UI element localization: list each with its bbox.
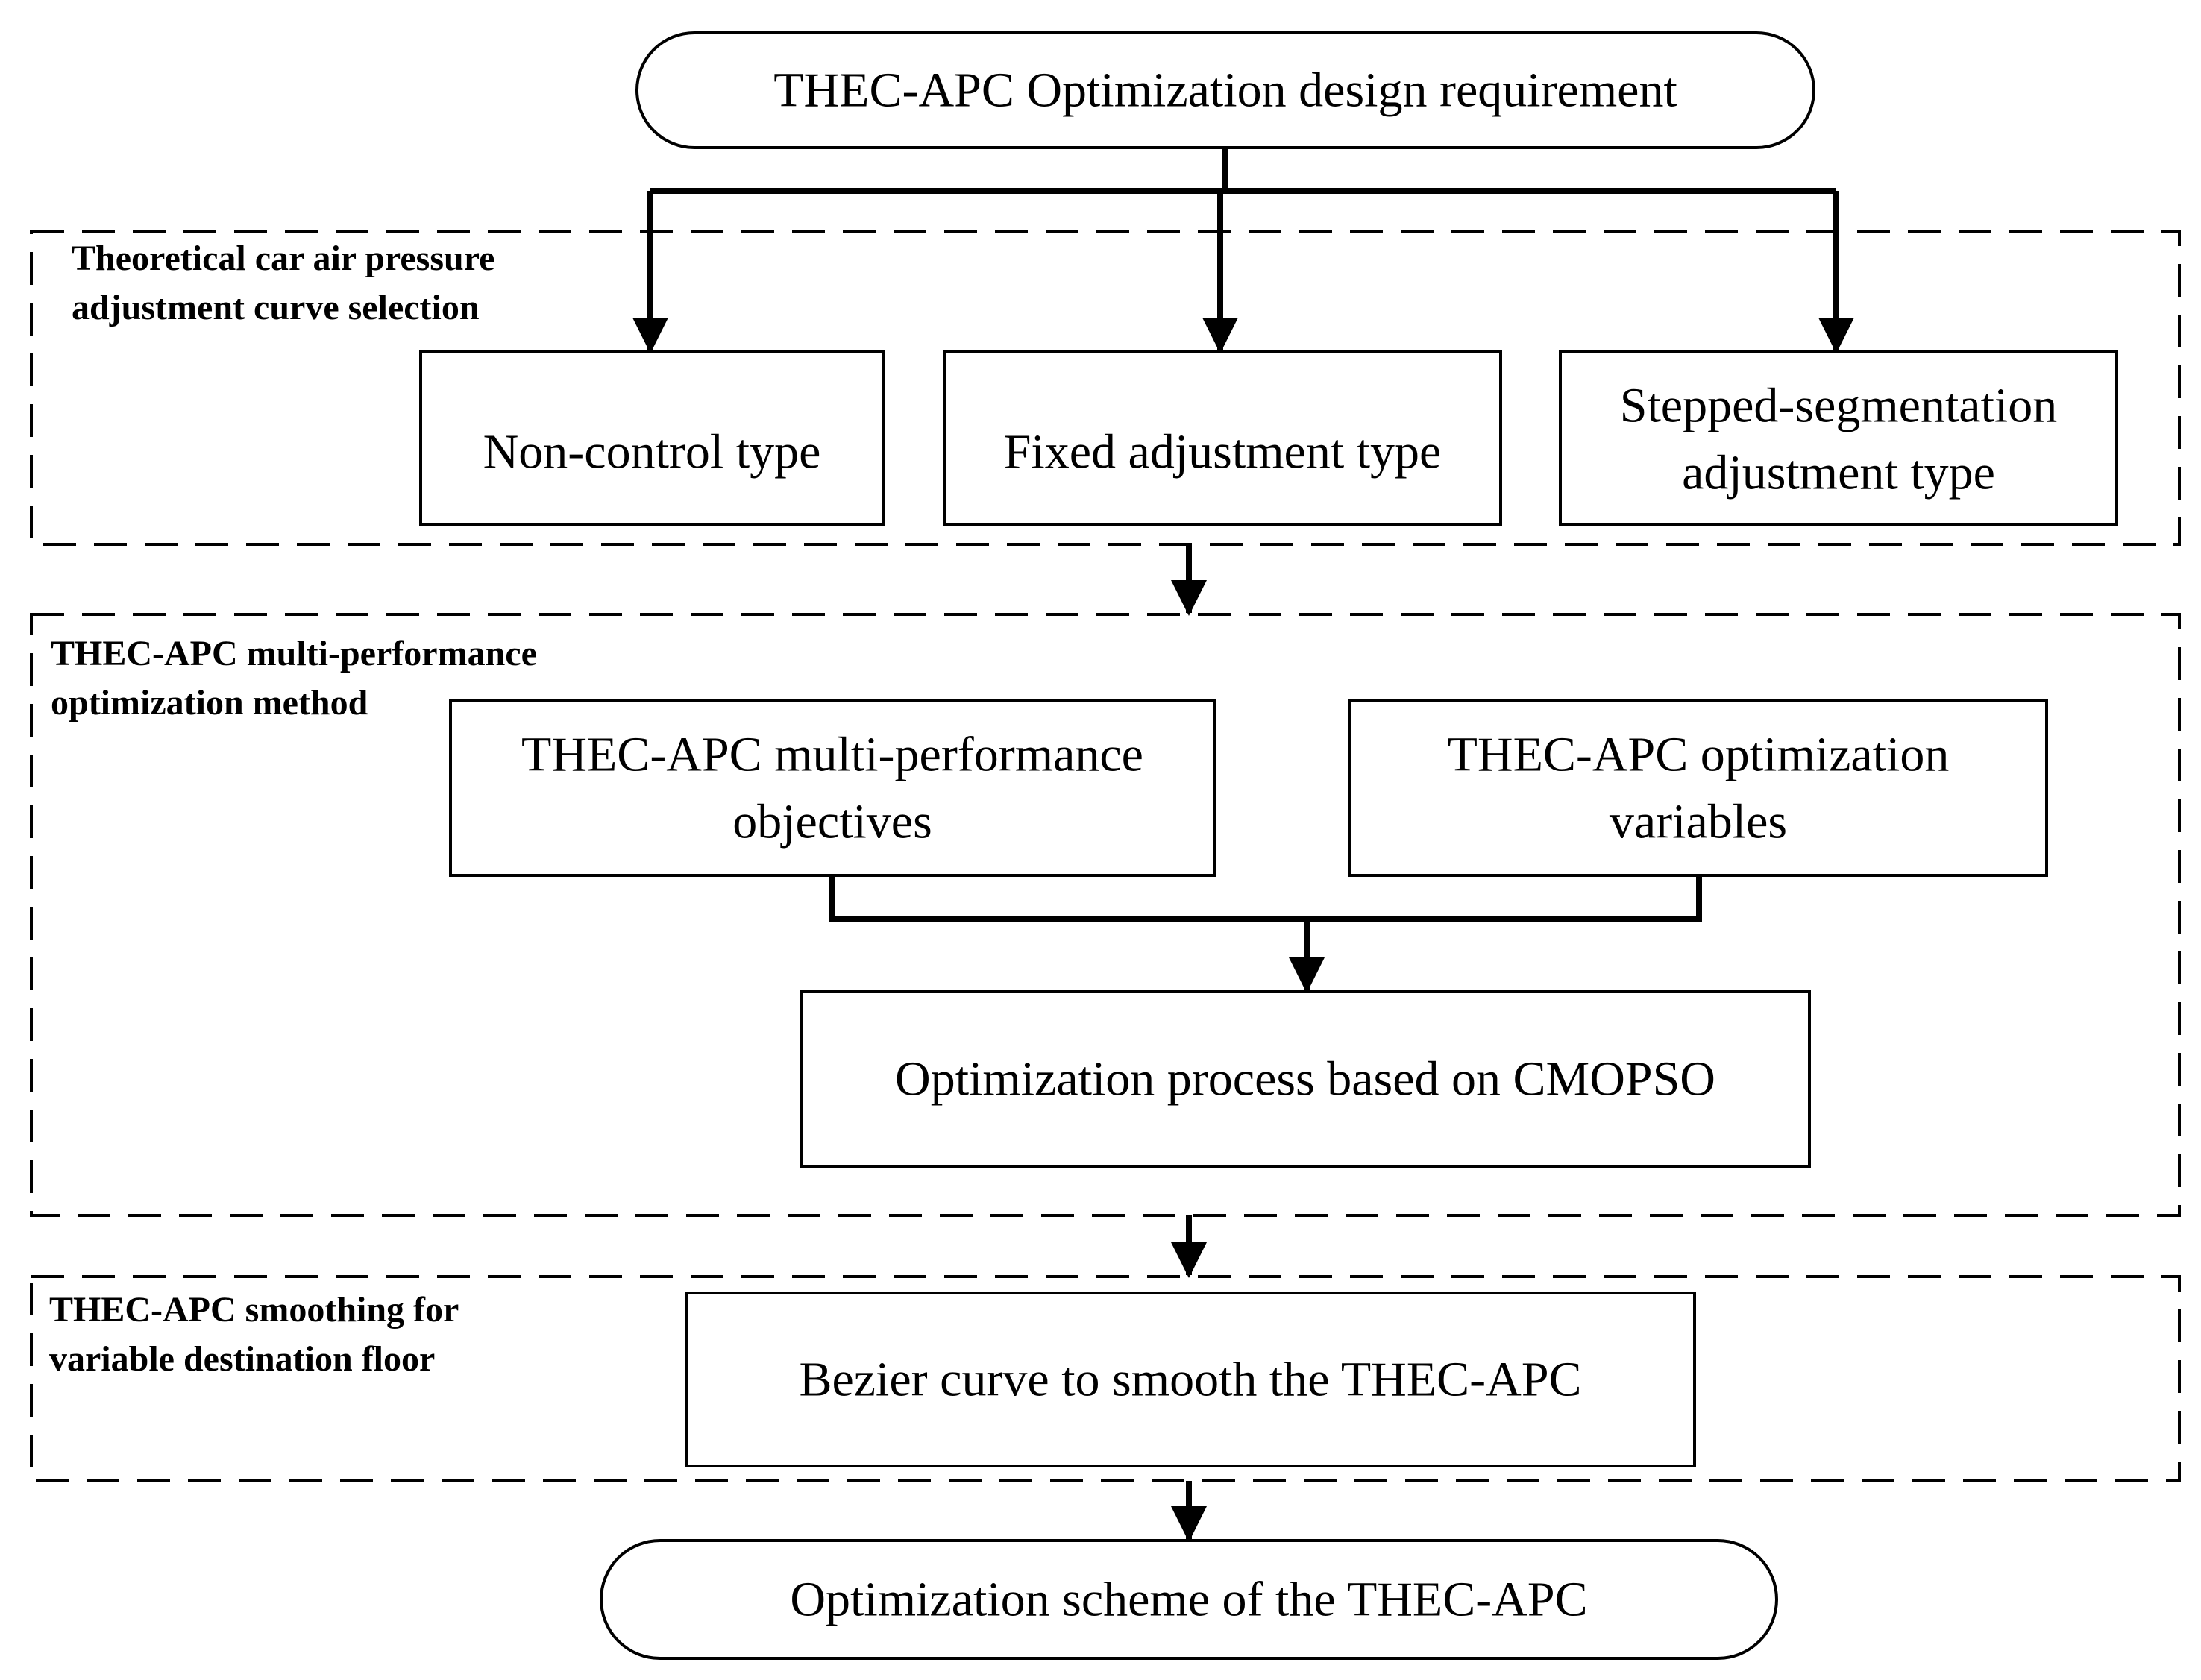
start-terminal — [635, 31, 1815, 149]
group-curve-selection-label-1: Theoretical car air pressure — [72, 239, 494, 278]
group-method-label-1: THEC-APC multi-performance — [51, 634, 537, 673]
fixed-adjustment-type-label: Fixed adjustment type — [1004, 425, 1442, 479]
multi-performance-objectives-label-2: objectives — [732, 795, 932, 849]
stepped-segmentation-type-label-2: adjustment type — [1682, 446, 1995, 500]
optimization-variables-box — [1348, 699, 2048, 877]
edge-merge-objectives-variables — [829, 875, 1702, 922]
group-smoothing-label-2: variable destination floor — [49, 1339, 435, 1379]
fixed-adjustment-type-box — [943, 350, 1502, 526]
group-optimization-method — [30, 613, 2181, 1217]
end-terminal-label: Optimization scheme of the THEC-APC — [790, 1573, 1587, 1627]
bezier-smoothing-box — [685, 1292, 1696, 1467]
group-curve-selection-label-2: adjustment curve selection — [72, 288, 480, 327]
optimization-variables-label-2: variables — [1610, 795, 1787, 849]
optimization-variables-label-1: THEC-APC optimization — [1448, 728, 1950, 782]
group-method-label-2: optimization method — [51, 683, 368, 723]
end-terminal — [600, 1539, 1778, 1660]
group-smoothing — [30, 1275, 2181, 1482]
cmopso-process-label: Optimization process based on CMOPSO — [895, 1052, 1715, 1107]
non-control-type-label: Non-control type — [483, 425, 821, 479]
connectors — [632, 146, 1854, 1542]
multi-performance-objectives-box — [449, 699, 1216, 877]
non-control-type-box — [419, 350, 885, 526]
cmopso-process-box — [800, 990, 1811, 1168]
start-terminal-label: THEC-APC Optimization design requirement — [773, 63, 1677, 118]
stepped-segmentation-type-label-1: Stepped-segmentation — [1620, 379, 2058, 433]
stepped-segmentation-type-box — [1559, 350, 2118, 526]
group-curve-selection — [30, 230, 2181, 546]
bezier-smoothing-label: Bezier curve to smooth the THEC-APC — [799, 1353, 1581, 1407]
group-smoothing-label-1: THEC-APC smoothing for — [49, 1290, 459, 1330]
multi-performance-objectives-label-1: THEC-APC multi-performance — [521, 728, 1143, 782]
